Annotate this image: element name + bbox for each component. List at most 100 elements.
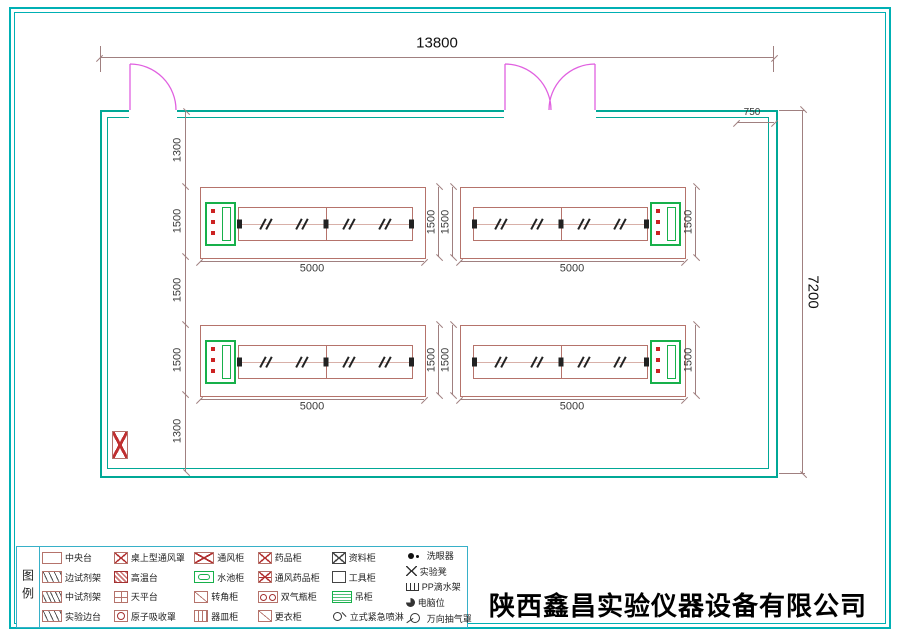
reagent-shelf	[472, 207, 649, 241]
dim-bench-depth: 1500	[171, 208, 184, 234]
dim-line-bench-depth	[452, 325, 453, 395]
legend-item: 更衣柜	[257, 610, 332, 623]
legend-item: 电脑位	[405, 596, 465, 609]
legend-column: 药品柜 通风药品柜 双气瓶柜 更衣柜	[257, 548, 332, 626]
shelf-support	[237, 357, 242, 367]
legend-column: 洗眼器 实验凳 PP滴水架 电脑位 万向抽气罩	[405, 548, 472, 626]
glass-panel-mark	[614, 218, 626, 230]
shelf-support	[558, 219, 563, 229]
dim-line-bench-depth	[695, 187, 696, 257]
glass-panel-mark	[614, 356, 626, 368]
dim-bench-length: 5000	[299, 262, 325, 275]
extension-line	[779, 110, 805, 111]
dim-bench-depth: 1500	[682, 347, 695, 373]
lab-bench-bottom-right	[460, 325, 686, 397]
dim-line-bench-length	[460, 399, 684, 400]
pp-drip-rack-icon	[405, 582, 419, 591]
glass-panel-mark	[495, 218, 507, 230]
universal-exhaust-hood-icon	[406, 613, 424, 624]
dim-end-clearance-bottom: 1300	[171, 418, 184, 444]
dim-bench-length: 5000	[299, 400, 325, 413]
reagent-shelf	[237, 345, 414, 379]
legend-item: 中试剂架	[42, 590, 114, 603]
legend-item: 边试剂架	[42, 571, 114, 584]
emergency-shower-icon	[332, 611, 347, 622]
dim-line-corner-offset	[737, 122, 774, 123]
legend-label: 中试剂架	[65, 592, 102, 603]
legend-item: 天平台	[113, 590, 194, 603]
shelf-support	[644, 219, 649, 229]
dim-corner-offset: 750	[743, 107, 761, 118]
dim-line-bench-depth	[452, 187, 453, 257]
dim-bench-length: 5000	[559, 400, 585, 413]
shelf-support	[472, 219, 477, 229]
cabinet-marks	[656, 209, 660, 213]
legend-label: 资料柜	[348, 553, 376, 564]
lab-bench-bottom-left	[200, 325, 426, 397]
balance-bench-icon	[113, 590, 128, 603]
dim-aisle-width: 1500	[171, 277, 184, 303]
shelf-support	[472, 357, 477, 367]
legend-label: 实验凳	[419, 566, 447, 577]
legend-label: 通风柜	[217, 553, 245, 564]
dim-line-bench-length	[460, 261, 684, 262]
legend-label: 高温台	[130, 572, 158, 583]
desktop-fume-hood-icon	[113, 551, 128, 564]
shelf-support	[409, 219, 414, 229]
legend-column: 中央台 边试剂架 中试剂架 实验边台	[42, 548, 114, 626]
gas-cylinder-cabinet-icon	[257, 590, 278, 603]
legend-item: 工具柜	[331, 571, 406, 584]
ventilated-medicine-cabinet-icon	[257, 571, 272, 584]
vessel-cabinet-icon	[194, 610, 209, 623]
shelf-support	[644, 357, 649, 367]
legend-item: 器皿柜	[194, 610, 257, 623]
extension-line	[779, 473, 805, 474]
legend-label: 电脑位	[417, 598, 445, 609]
wall-cabinet-icon	[331, 590, 352, 603]
legend-item: 水池柜	[194, 571, 257, 584]
shelf-support	[409, 357, 414, 367]
double-door-swing-icon	[504, 63, 596, 111]
dim-bench-depth: 1500	[682, 209, 695, 235]
legend-label: 边试剂架	[65, 572, 102, 583]
locker-icon	[257, 610, 272, 623]
central-bench-icon	[42, 551, 62, 564]
room-wall-inner	[107, 117, 769, 469]
medicine-cabinet-icon	[257, 551, 272, 564]
company-name: 陕西鑫昌实验仪器设备有限公司	[488, 591, 867, 621]
dim-end-clearance-top: 1300	[171, 137, 184, 163]
dim-line-bench-depth	[695, 325, 696, 395]
legend-label: 药品柜	[274, 553, 302, 564]
legend-label: 实验边台	[65, 611, 102, 622]
dim-bench-depth: 1500	[439, 209, 452, 235]
legend-item: 通风柜	[194, 551, 257, 564]
dim-chain-left	[185, 112, 186, 472]
legend-item: 双气瓶柜	[257, 590, 332, 603]
legend-label: 原子吸收罩	[130, 611, 176, 622]
dim-bench-length: 5000	[559, 262, 585, 275]
glass-panel-mark	[296, 356, 308, 368]
door-opening-center	[504, 108, 596, 122]
dim-line-bench-depth	[438, 325, 439, 395]
legend-item: 万向抽气罩	[406, 612, 472, 625]
sink-cabinet-symbol	[650, 340, 681, 384]
legend-item: 实验凳	[405, 565, 465, 578]
legend-item: 吊柜	[331, 590, 406, 603]
cabinet-marks	[211, 347, 215, 351]
legend-item: 转角柜	[194, 590, 257, 603]
legend-item: 洗眼器	[406, 549, 465, 562]
dim-overall-depth: 7200	[804, 275, 822, 309]
dim-bench-depth: 1500	[171, 347, 184, 373]
reagent-shelf	[472, 345, 649, 379]
legend-label: 器皿柜	[211, 611, 239, 622]
glass-panel-mark	[379, 218, 391, 230]
legend-label: 水池柜	[217, 572, 245, 583]
legend-label: 双气瓶柜	[280, 592, 317, 603]
legend-label: 立式紧急喷淋	[349, 611, 404, 622]
shelf-support	[558, 357, 563, 367]
sink-cabinet-symbol	[205, 202, 236, 246]
legend-label: 转角柜	[211, 592, 239, 603]
legend-item: 通风药品柜	[257, 571, 332, 584]
legend-column: 资料柜 工具柜 吊柜 立式紧急喷淋	[331, 548, 406, 626]
corner-cabinet-icon	[194, 590, 209, 603]
